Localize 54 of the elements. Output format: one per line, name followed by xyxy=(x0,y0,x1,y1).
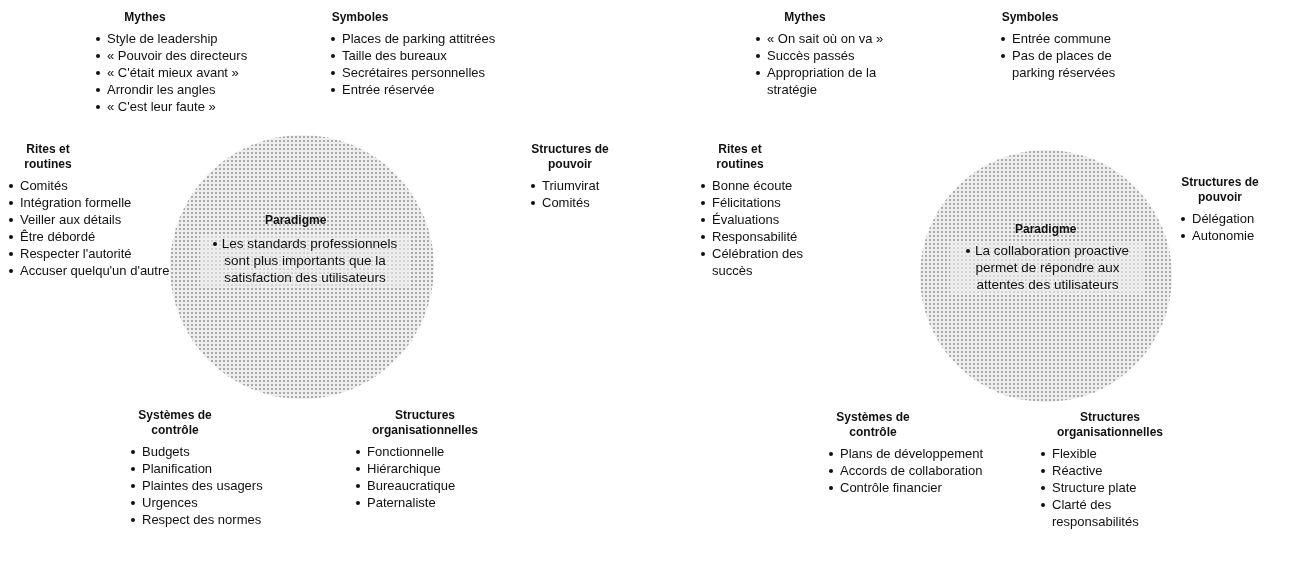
list-item: Plaintes des usagers xyxy=(130,477,300,494)
list-item: Succès passés xyxy=(755,47,885,64)
list-item: Accords de collaboration xyxy=(828,462,1018,479)
list-item: Délégation xyxy=(1180,210,1300,227)
list-item: « C'est leur faute » xyxy=(95,98,255,115)
list-item: Contrôle financier xyxy=(828,479,1018,496)
list-item: Appropriation de la stratégie xyxy=(755,64,885,98)
list-item: Célébration des succès xyxy=(700,245,830,279)
list-item: Félicitations xyxy=(700,194,830,211)
list-item: Flexible xyxy=(1040,445,1190,462)
list-item: Triumvirat xyxy=(530,177,640,194)
list-item: Évaluations xyxy=(700,211,830,228)
category-heading: Structures organisationnelles xyxy=(371,408,479,438)
list-item: Places de parking attitrées xyxy=(330,30,520,47)
list-item: Urgences xyxy=(130,494,300,511)
list-item: Entrée réservée xyxy=(330,81,520,98)
category-heading: Rites et routines xyxy=(715,142,765,172)
list-item: « On sait où on va » xyxy=(755,30,885,47)
paradigm-heading: Paradigme xyxy=(265,213,327,227)
list-item: « C'était mieux avant » xyxy=(95,64,255,81)
list-item: Responsabilité xyxy=(700,228,830,245)
list-item: Réactive xyxy=(1040,462,1190,479)
list-item: Bonne écoute xyxy=(700,177,830,194)
category-heading: Symboles xyxy=(1000,10,1060,25)
category-heading: Mythes xyxy=(783,10,827,25)
list-item: Arrondir les angles xyxy=(95,81,255,98)
list-item: Respect des normes xyxy=(130,511,300,528)
category-heading: Structures de pouvoir xyxy=(530,142,610,172)
paradigm-heading: Paradigme xyxy=(1015,222,1077,236)
paradigm-statement: Les standards professionnels sont plus importants que la satisfaction des utilisateurs xyxy=(200,235,410,286)
list-item: Plans de développement xyxy=(828,445,1018,462)
list-item: Style de leadership xyxy=(95,30,255,47)
category-heading: Rites et routines xyxy=(23,142,73,172)
paradigm-statement: La collaboration proactive permet de répondre aux attentes des utilisateurs xyxy=(950,242,1145,293)
list-item: Autonomie xyxy=(1180,227,1300,244)
list-item: Structure plate xyxy=(1040,479,1190,496)
list-item: Taille des bureaux xyxy=(330,47,520,64)
list-item: Secrétaires personnelles xyxy=(330,64,520,81)
list-item: Budgets xyxy=(130,443,300,460)
list-item: Pas de places de parking réservées xyxy=(1000,47,1150,81)
category-heading: Structures organisationnelles xyxy=(1056,410,1164,440)
list-item: Bureaucratique xyxy=(355,477,515,494)
category-heading: Mythes xyxy=(123,10,167,25)
category-heading: Symboles xyxy=(330,10,390,25)
list-item: Paternaliste xyxy=(355,494,515,511)
category-heading: Systèmes de contrôle xyxy=(137,408,213,438)
list-item: « Pouvoir des directeurs xyxy=(95,47,255,64)
list-item: Fonctionnelle xyxy=(355,443,515,460)
category-heading: Systèmes de contrôle xyxy=(835,410,911,440)
list-item: Hiérarchique xyxy=(355,460,515,477)
list-item: Comités xyxy=(530,194,640,211)
list-item: Planification xyxy=(130,460,300,477)
list-item: Clarté des responsabilités xyxy=(1040,496,1190,530)
list-item: Entrée commune xyxy=(1000,30,1150,47)
